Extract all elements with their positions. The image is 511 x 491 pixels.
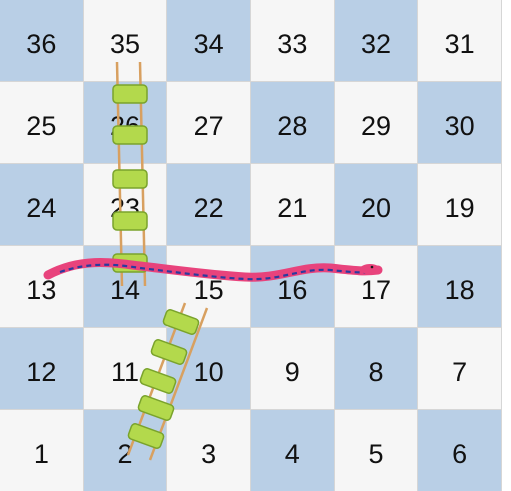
cell-number: 2 (117, 439, 133, 469)
cell-number: 18 (444, 275, 475, 305)
board-cell-5: 5 (334, 410, 418, 491)
board-cell-28: 28 (250, 82, 334, 163)
board-cell-22: 22 (167, 164, 250, 245)
cell-number: 28 (277, 111, 308, 141)
cell-number: 22 (193, 193, 224, 223)
cell-number: 34 (193, 29, 224, 59)
cell-number: 21 (277, 193, 308, 223)
cell-number: 31 (444, 29, 475, 59)
board-cell-34: 34 (167, 0, 250, 81)
board-cell-3: 3 (167, 410, 250, 491)
cell-number: 33 (277, 29, 308, 59)
cell-number: 7 (452, 357, 468, 387)
board-cell-27: 27 (167, 82, 250, 163)
cell-number: 10 (193, 357, 224, 387)
board-cell-14: 14 (83, 246, 167, 327)
board-cell-7: 7 (418, 328, 501, 409)
board-cell-33: 33 (250, 0, 334, 81)
cell-number: 4 (284, 439, 300, 469)
cell-number: 25 (26, 111, 57, 141)
cell-number: 13 (26, 275, 57, 305)
board-cell-4: 4 (250, 410, 334, 491)
cell-number: 23 (109, 193, 141, 223)
board-cell-12: 12 (0, 328, 83, 409)
board-cell-35: 35 (83, 0, 167, 81)
board-cell-25: 25 (0, 82, 83, 163)
board-cell-17: 17 (334, 246, 418, 327)
board-cell-2: 2 (83, 410, 167, 491)
board-cell-36: 36 (0, 0, 83, 81)
cell-number: 3 (201, 439, 217, 469)
cell-number: 27 (193, 111, 224, 141)
cell-number: 8 (368, 357, 384, 387)
cell-number: 19 (444, 193, 475, 223)
board-cell-10: 10 (167, 328, 250, 409)
cell-number: 17 (360, 275, 392, 305)
board-cell-20: 20 (334, 164, 418, 245)
cell-number: 35 (109, 29, 141, 59)
board-cell-23: 23 (83, 164, 167, 245)
cell-number: 26 (109, 111, 141, 141)
cell-number: 5 (368, 439, 384, 469)
board-cell-19: 19 (418, 164, 501, 245)
cell-number: 16 (277, 275, 308, 305)
board-cell-31: 31 (418, 0, 501, 81)
cell-number: 24 (26, 193, 57, 223)
cell-number: 6 (452, 439, 468, 469)
cell-number: 20 (360, 193, 392, 223)
cell-number: 15 (193, 275, 224, 305)
board-cell-16: 16 (250, 246, 334, 327)
cell-number: 11 (110, 357, 139, 387)
board-cell-13: 13 (0, 246, 83, 327)
cell-number: 36 (26, 29, 57, 59)
board-cell-32: 32 (334, 0, 418, 81)
board-cell-30: 30 (418, 82, 501, 163)
cell-number: 12 (26, 357, 57, 387)
cell-number: 30 (444, 111, 475, 141)
cell-number: 9 (284, 357, 300, 387)
board-cell-8: 8 (334, 328, 418, 409)
board-cell-26: 26 (83, 82, 167, 163)
board-cell-6: 6 (418, 410, 501, 491)
board-cell-18: 18 (418, 246, 501, 327)
cell-number: 29 (360, 111, 392, 141)
board-cell-1: 1 (0, 410, 83, 491)
board-cell-11: 11 (83, 328, 167, 409)
board-cell-24: 24 (0, 164, 83, 245)
cell-number: 32 (360, 29, 392, 59)
board-cell-9: 9 (250, 328, 334, 409)
cell-number: 1 (33, 439, 49, 469)
board-cell-15: 15 (167, 246, 250, 327)
board-cell-29: 29 (334, 82, 418, 163)
cell-number: 14 (109, 275, 141, 305)
board-cell-21: 21 (250, 164, 334, 245)
